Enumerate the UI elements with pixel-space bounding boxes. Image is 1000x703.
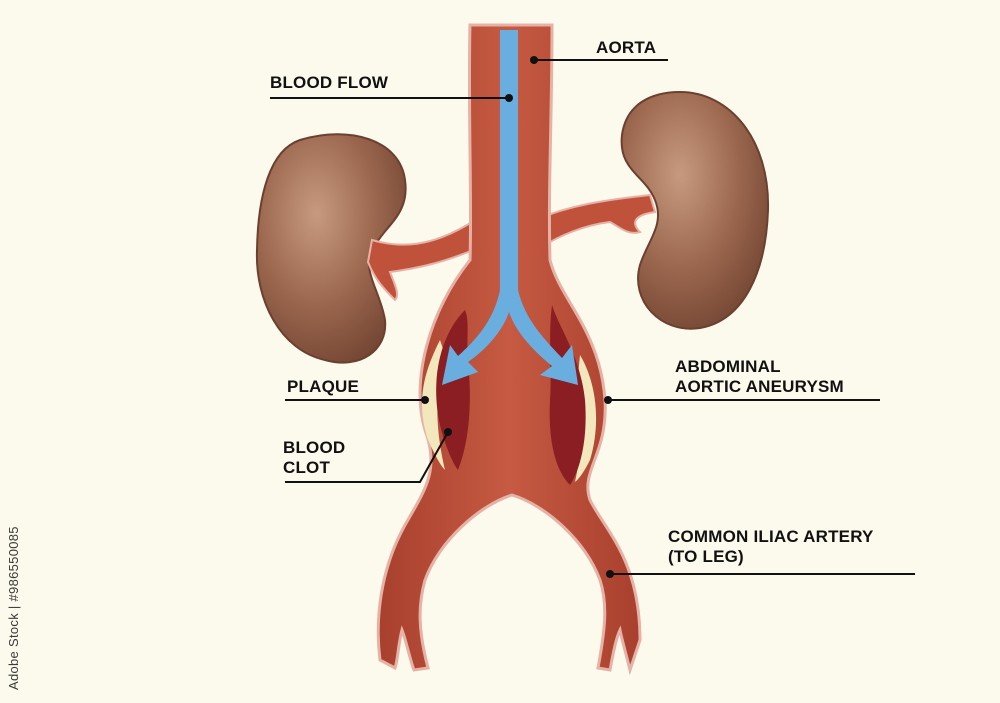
label-aneurysm: ABDOMINAL AORTIC ANEURYSM [675,357,844,397]
right-renal-artery [533,193,657,250]
label-plaque-text: PLAQUE [287,377,360,396]
leader-iliac [606,570,915,578]
label-aorta-text: AORTA [596,38,657,57]
label-iliac-line2: (TO LEG) [668,547,744,566]
label-blood-clot: BLOOD CLOT [283,438,345,478]
blood-clot-right [549,305,586,485]
label-blood-flow: BLOOD FLOW [270,73,388,93]
blood-flow-arrow [442,30,578,385]
label-blood-flow-text: BLOOD FLOW [270,73,389,92]
label-iliac: COMMON ILIAC ARTERY (TO LEG) [668,527,874,567]
leader-aorta [530,56,668,64]
aorta-body [376,23,642,676]
leader-plaque [285,396,429,404]
left-renal-artery [366,220,480,302]
label-blood-clot-line2: CLOT [283,458,331,477]
label-aneurysm-line1: ABDOMINAL [675,357,781,376]
stock-id-text: Adobe Stock | #986550085 [6,526,21,690]
label-iliac-line1: COMMON ILIAC ARTERY [668,527,874,546]
left-kidney [255,133,407,364]
leader-aneurysm [604,396,880,404]
label-aorta: AORTA [596,38,656,58]
label-aneurysm-line2: AORTIC ANEURYSM [675,377,844,396]
label-blood-clot-line1: BLOOD [283,438,346,457]
leader-blood-flow [270,94,513,102]
leader-blood-clot [285,428,452,483]
right-kidney [620,90,770,330]
label-plaque: PLAQUE [287,377,359,397]
